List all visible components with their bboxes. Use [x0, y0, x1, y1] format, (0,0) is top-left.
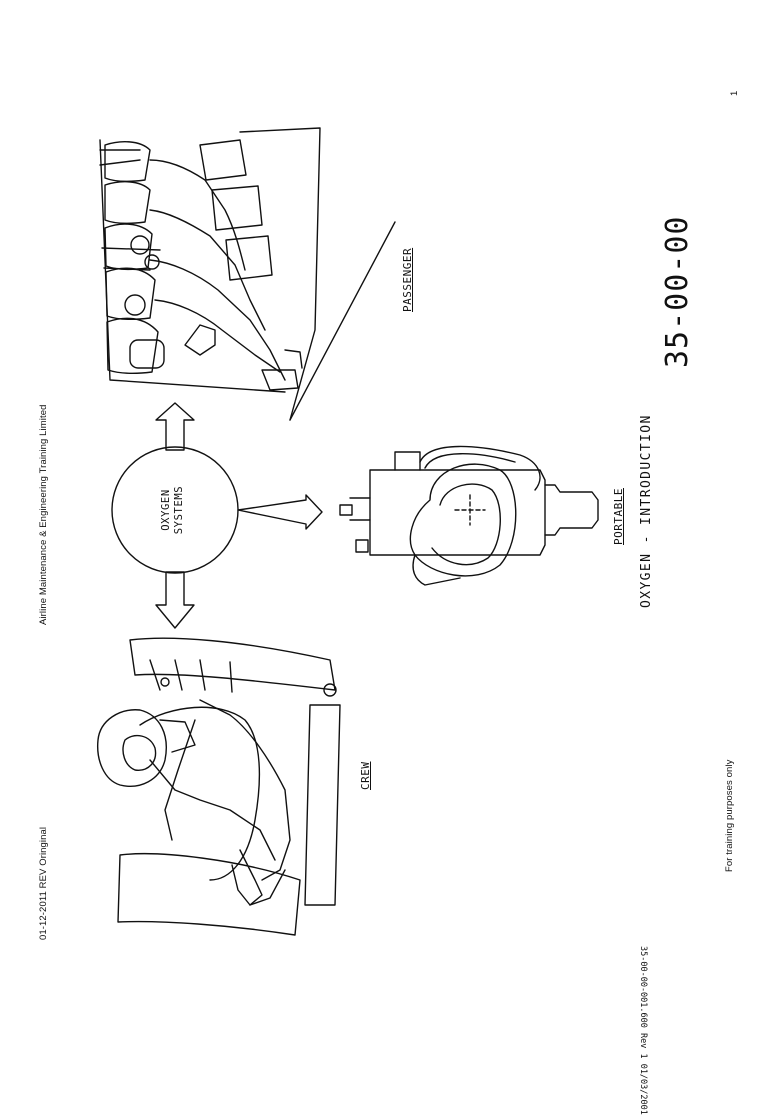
- chapter-code: 35-00-00: [660, 215, 695, 369]
- arrow-to-passenger: [155, 402, 195, 451]
- oxygen-systems-line2: SYSTEMS: [173, 485, 185, 535]
- arrow-to-crew: [155, 571, 195, 629]
- oxygen-systems-label: OXYGEN SYSTEMS: [160, 480, 186, 540]
- portable-oxygen-illustration: [339, 445, 599, 586]
- diagram-artwork: [97, 127, 599, 936]
- passenger-label: PASSENGER: [401, 247, 414, 312]
- page-number: 1: [729, 90, 740, 96]
- portable-label: PORTABLE: [612, 488, 625, 545]
- training-note: For training purposes only: [724, 759, 735, 872]
- revision-footer: 01-12-2011 REV Oringinal: [38, 826, 49, 940]
- oxygen-systems-line1: OXYGEN: [160, 489, 172, 531]
- crew-label: CREW: [359, 761, 372, 791]
- page-title: OXYGEN - INTRODUCTION: [639, 414, 654, 608]
- arrow-to-portable: [237, 494, 323, 530]
- passenger-illustration: [99, 127, 396, 421]
- company-header: Airline Maintenance & Engineering Traini…: [38, 404, 49, 625]
- crew-illustration: [97, 637, 341, 936]
- drawing-reference: 35-00-00-001.600 Rev 1 01/03/2001: [638, 946, 648, 1115]
